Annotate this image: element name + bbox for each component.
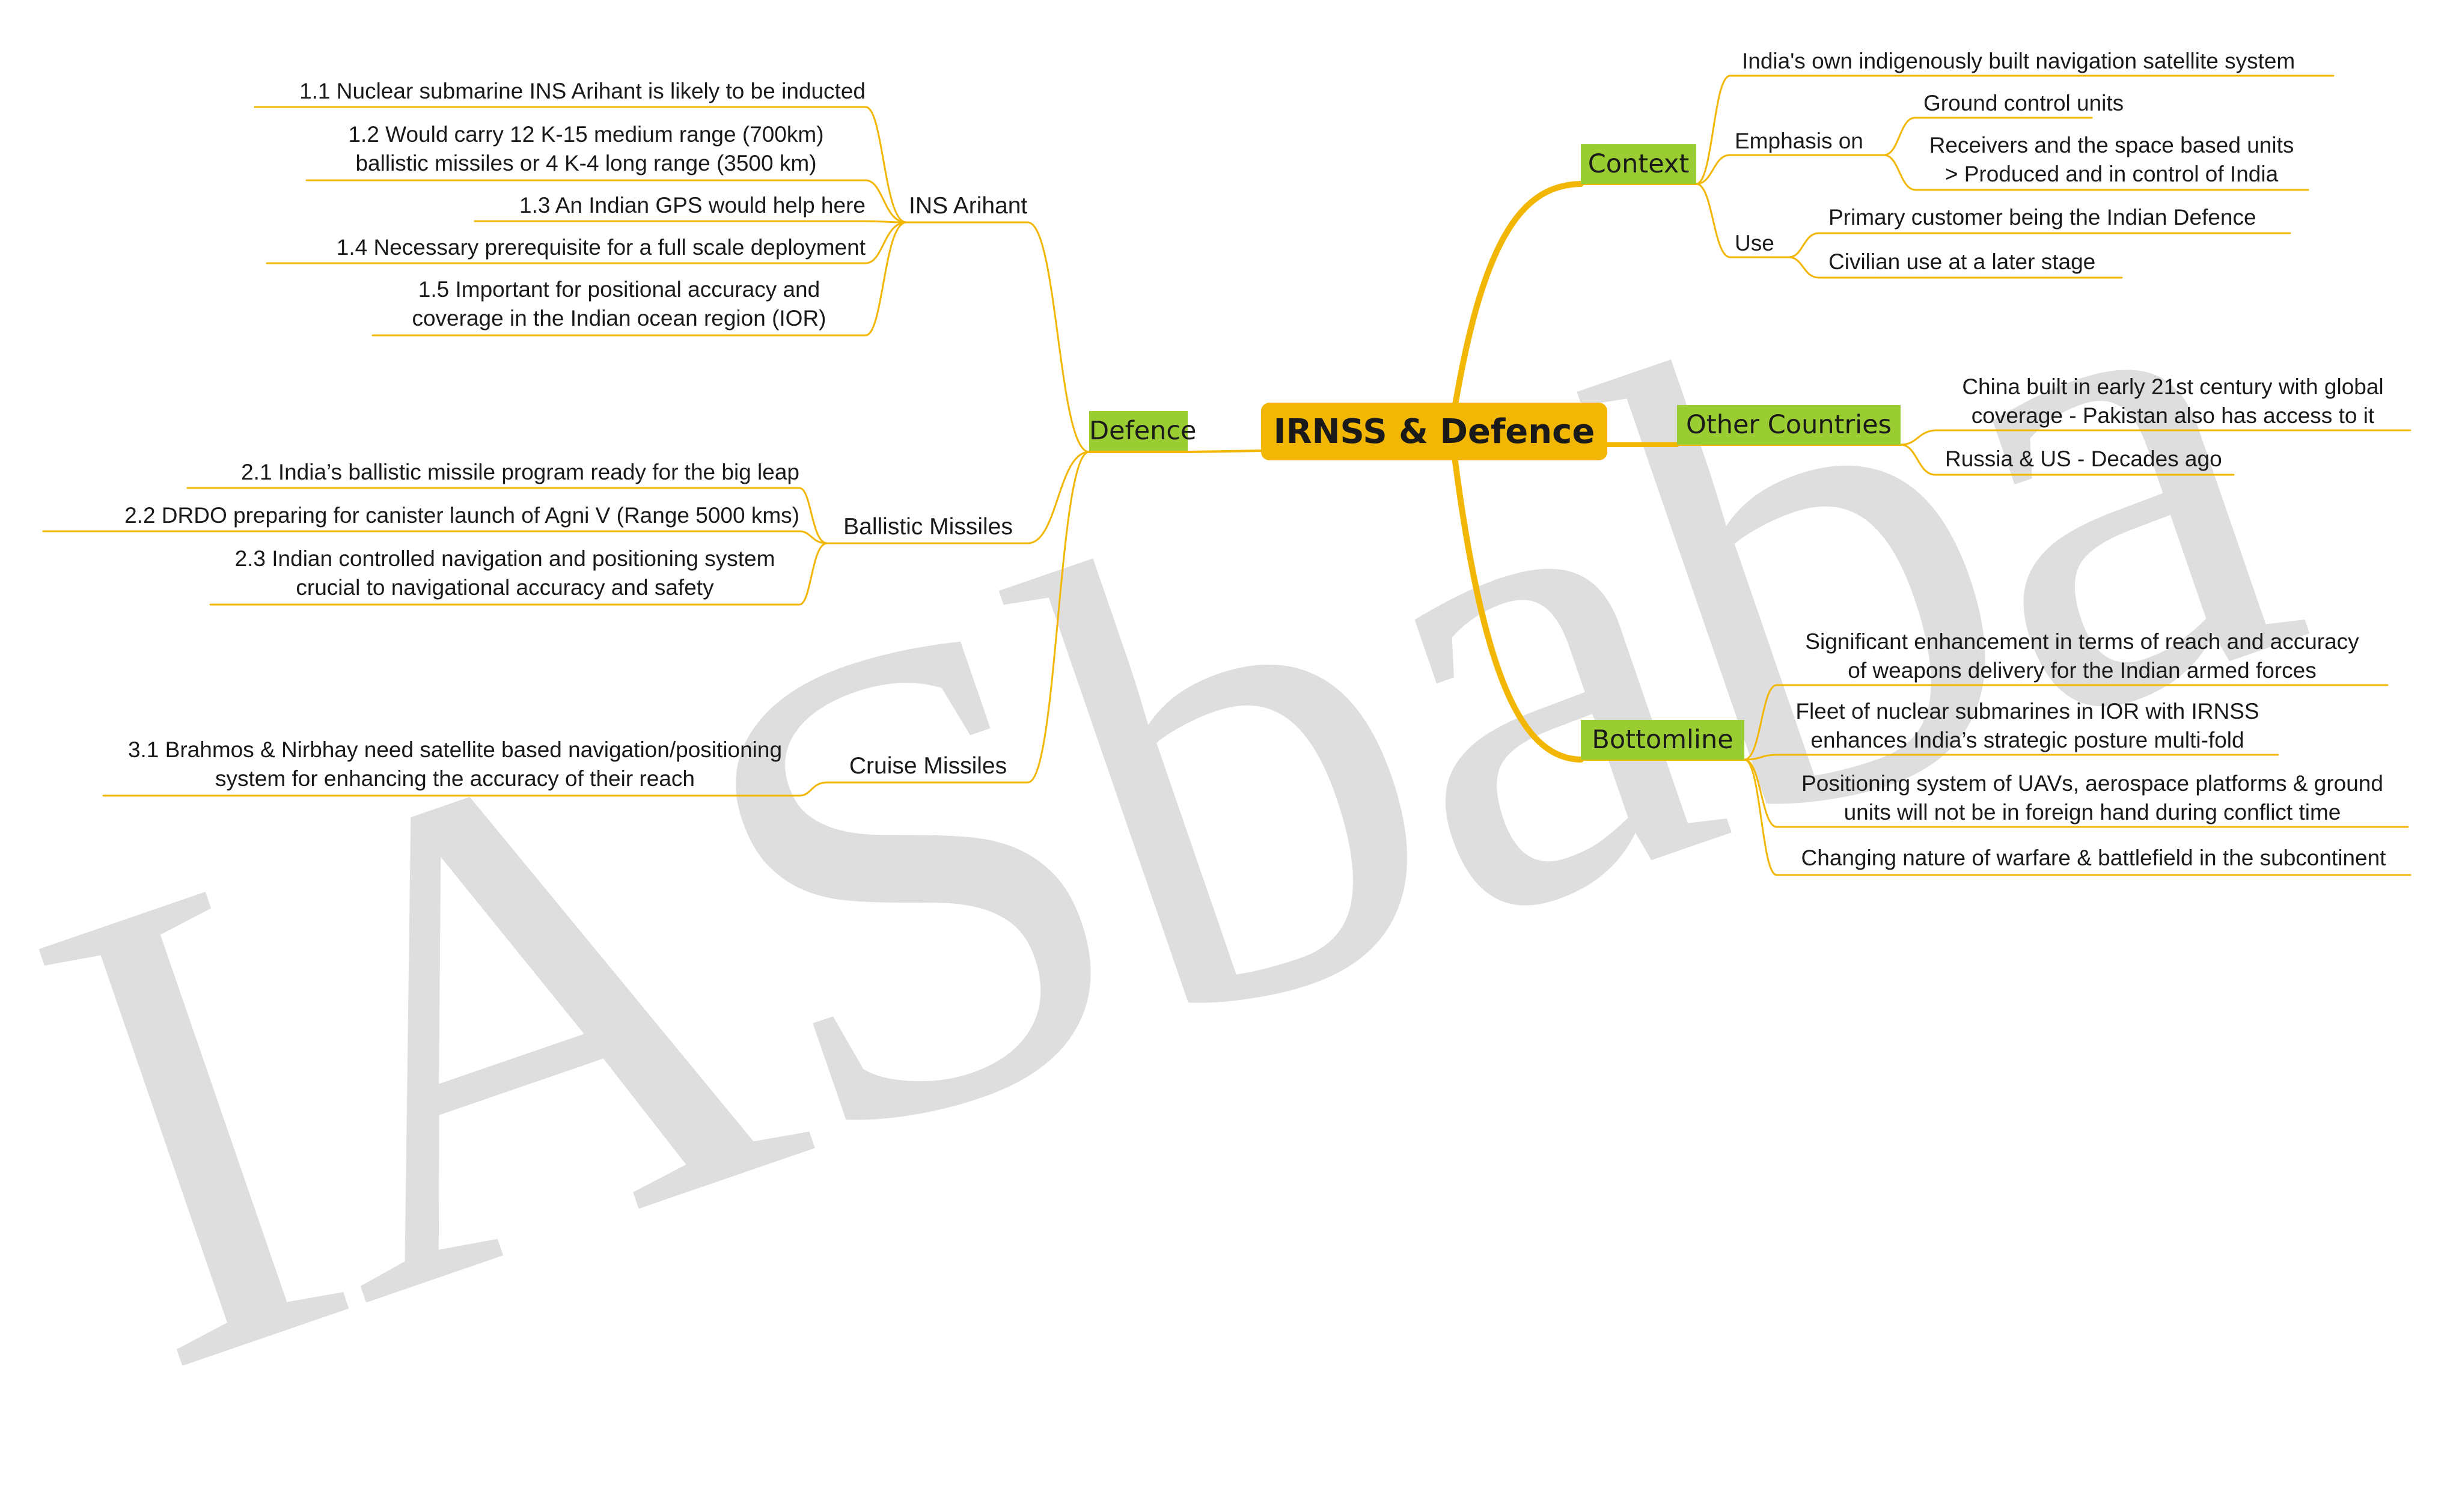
ins-item-3: 1.3 An Indian GPS would help here — [519, 193, 866, 218]
other-item-2: Russia & US - Decades ago — [1945, 447, 2222, 471]
bottomline-item-3: Positioning system of UAVs, aerospace pl… — [1801, 771, 2383, 825]
connector-layer — [42, 75, 2412, 876]
ins-item-2: 1.2 Would carry 12 K-15 medium range (70… — [348, 122, 824, 175]
ins-item-5: 1.5 Important for positional accuracy an… — [412, 277, 826, 331]
topic-bottomline[interactable]: Bottomline — [1581, 720, 1744, 760]
topic-context[interactable]: Context — [1581, 144, 1696, 184]
context-indigenous: India's own indigenously built navigatio… — [1742, 49, 2296, 73]
central-topic[interactable]: IRNSS & Defence — [1261, 403, 1607, 460]
other-item-1: China built in early 21st century with g… — [1962, 374, 2384, 428]
connector-defence-ballistic — [1027, 451, 1090, 544]
connector-context-use — [1695, 183, 1790, 258]
ballistic-item-2: 2.2 DRDO preparing for canister launch o… — [124, 503, 799, 528]
branch-ballistic-missiles[interactable]: Ballistic Missiles — [843, 514, 1013, 540]
bottomline-item-2: Fleet of nuclear submarines in IOR with … — [1795, 699, 2259, 752]
bottomline-item-4: Changing nature of warfare & battlefield… — [1801, 846, 2386, 870]
connector-defence-ins — [1027, 221, 1090, 453]
emphasis-item-2: Receivers and the space based units > Pr… — [1929, 133, 2294, 186]
ins-item-1: 1.1 Nuclear submarine INS Arihant is lik… — [299, 79, 866, 103]
connector-defence-cruise — [1027, 451, 1090, 784]
branch-cruise-missiles[interactable]: Cruise Missiles — [849, 753, 1007, 779]
connector-context-emphasis — [1695, 154, 1885, 185]
ins-item-4: 1.4 Necessary prerequisite for a full sc… — [336, 235, 866, 260]
emphasis-item-1: Ground control units — [1923, 91, 2124, 115]
cruise-item-1: 3.1 Brahmos & Nirbhay need satellite bas… — [127, 737, 783, 791]
connector-central-defence — [1188, 450, 1263, 453]
use-item-2: Civilian use at a later stage — [1828, 249, 2096, 274]
use-item-1: Primary customer being the Indian Defenc… — [1828, 205, 2256, 230]
topic-defence[interactable]: Defence — [1089, 411, 1197, 451]
branch-use[interactable]: Use — [1735, 231, 1774, 255]
branch-emphasis-on[interactable]: Emphasis on — [1735, 129, 1863, 153]
branch-ins-arihant[interactable]: INS Arihant — [909, 193, 1028, 219]
ballistic-item-1: 2.1 India’s ballistic missile program re… — [241, 460, 799, 484]
connector-central-bottomline — [1452, 454, 1584, 763]
connector-central-context — [1452, 181, 1584, 412]
bottomline-item-1: Significant enhancement in terms of reac… — [1805, 629, 2359, 683]
topic-other-countries[interactable]: Other Countries — [1677, 405, 1901, 445]
ballistic-item-3: 2.3 Indian controlled navigation and pos… — [234, 546, 775, 600]
